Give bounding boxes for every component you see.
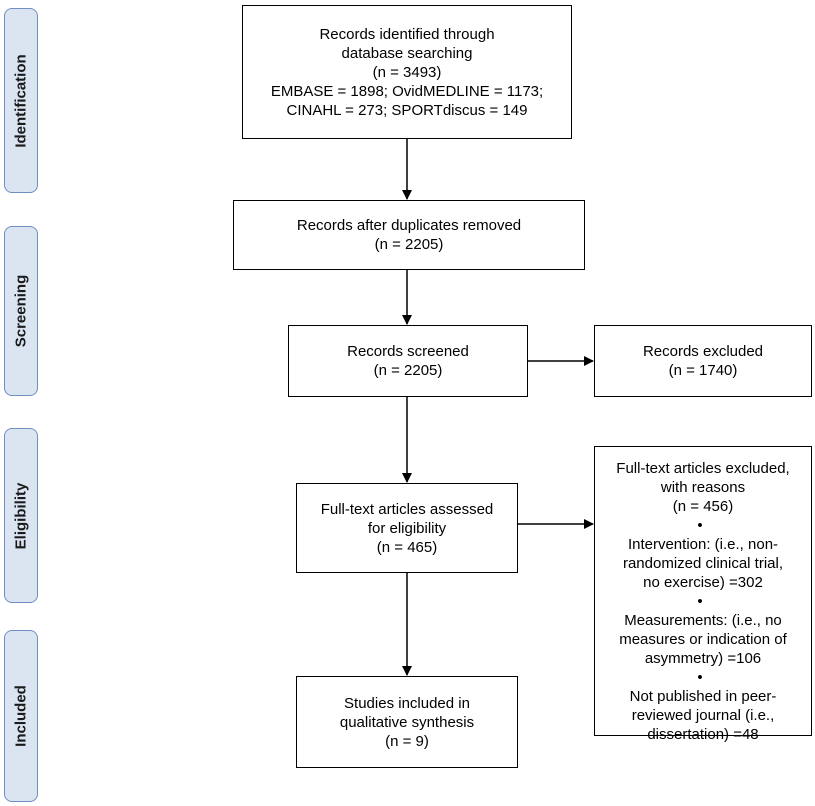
bullet-line: reviewed journal (i.e., <box>631 707 775 724</box>
box-records-screened: Records screened (n = 2205) <box>288 325 528 397</box>
bullet-icon: • <box>697 669 703 686</box>
box-fulltext-excluded: Full-text articles excluded, with reason… <box>594 446 812 743</box>
box-line: • Not published in peer- <box>619 668 787 706</box>
box-line: (n = 465) <box>376 538 438 556</box>
bullet-icon: • <box>697 517 703 534</box>
stage-included: Included <box>4 630 38 802</box>
box-line: • Measurements: (i.e., no <box>619 592 787 630</box>
box-fulltext-assessed: Full-text articles assessed for eligibil… <box>296 483 518 573</box>
box-records-excluded: Records excluded (n = 1740) <box>594 325 812 397</box>
exclusion-reason-item: • Intervention: (i.e., non- randomized cl… <box>619 516 787 592</box>
box-line: (n = 456) <box>672 498 734 515</box>
bullet-line: measures or indication of <box>619 631 787 648</box>
exclusion-reason-item: • Not published in peer- reviewed journal… <box>619 668 787 744</box>
bullet-line: randomized clinical trial, <box>622 555 784 572</box>
bullet-icon: • <box>697 593 703 610</box>
box-line: • Intervention: (i.e., non- <box>619 516 787 554</box>
stage-identification: Identification <box>4 8 38 193</box>
box-line: database searching <box>341 44 473 62</box>
box-line: Full-text articles excluded, <box>616 460 790 477</box>
box-line: for eligibility <box>367 519 447 537</box>
box-line: Studies included in <box>344 694 470 712</box>
box-studies-included: Studies included in qualitative synthesi… <box>296 676 518 768</box>
bullet-line: Measurements: (i.e., no <box>624 612 782 629</box>
bullet-line: dissertation) =48 <box>647 726 759 743</box>
box-after-duplicates: Records after duplicates removed (n = 22… <box>233 200 585 270</box>
stage-screening: Screening <box>4 226 38 396</box>
box-line: (n = 2205) <box>373 362 443 379</box>
box-line: CINAHL = 273; SPORTdiscus = 149 <box>286 101 528 119</box>
box-line: Records after duplicates removed <box>296 217 522 234</box>
box-line: Records screened <box>347 343 469 360</box>
box-line: (n = 3493) <box>372 63 442 81</box>
box-line: Full-text articles assessed <box>320 500 494 518</box>
exclusion-reasons-list: • Intervention: (i.e., non- randomized cl… <box>619 516 787 744</box>
box-line: Records identified through <box>319 25 495 43</box>
exclusion-reason-item: • Measurements: (i.e., no measures or ind… <box>619 592 787 668</box>
box-line: EMBASE = 1898; OvidMEDLINE = 1173; <box>270 82 544 100</box>
bullet-line: Intervention: (i.e., non- <box>627 536 779 553</box>
box-records-identified: Records identified through database sear… <box>242 5 572 139</box>
box-line: (n = 9) <box>385 732 429 750</box>
stage-eligibility: Eligibility <box>4 428 38 603</box>
box-line: (n = 2205) <box>374 236 444 253</box>
bullet-line: Not published in peer- <box>629 688 777 705</box>
box-line: qualitative synthesis <box>339 713 475 731</box>
bullet-line: asymmetry) =106 <box>644 650 762 667</box>
box-line: (n = 1740) <box>668 362 738 379</box>
box-line: with reasons <box>660 479 746 496</box>
bullet-line: no exercise) =302 <box>643 574 763 591</box>
box-line: Records excluded <box>642 343 764 360</box>
